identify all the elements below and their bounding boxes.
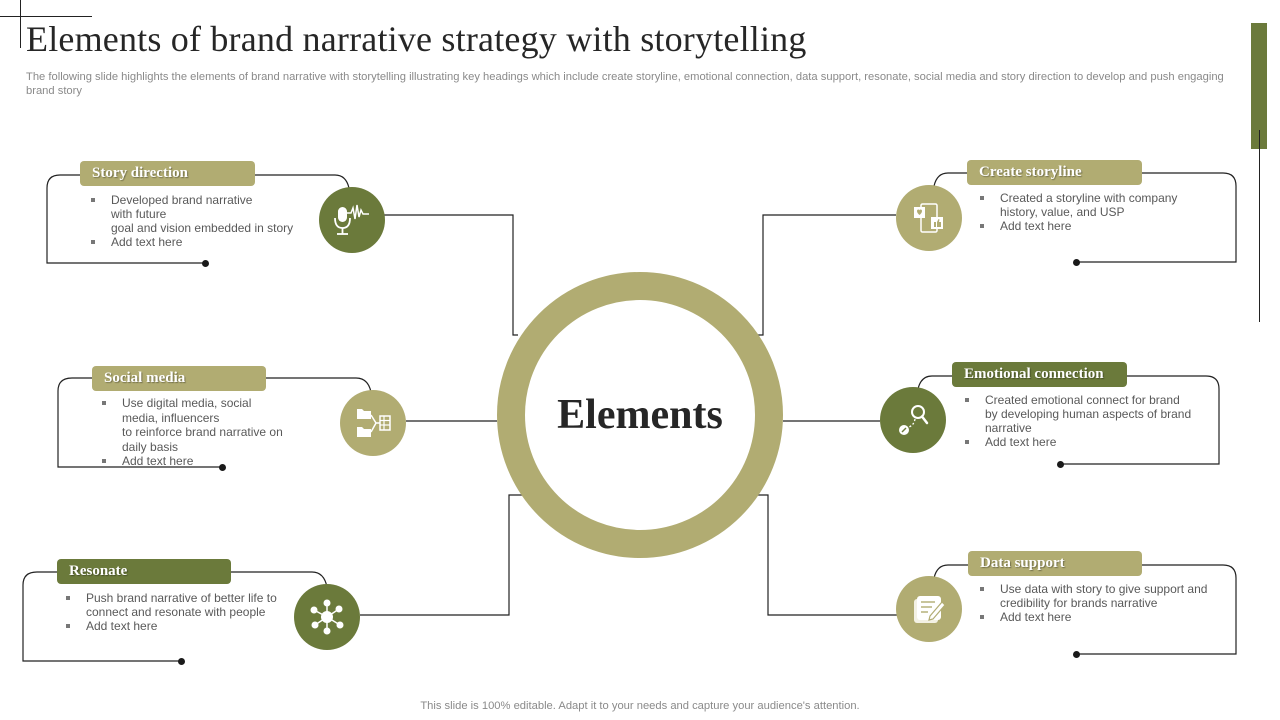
heading-resonate: Resonate <box>57 559 231 584</box>
center-hub: Elements <box>497 272 783 558</box>
frame-data-support <box>1077 564 1237 655</box>
connector-resonate <box>360 494 522 616</box>
connector-create-storyline <box>758 214 896 336</box>
center-label: Elements <box>557 392 723 438</box>
bullets-data-support: Use data with story to give support and … <box>980 582 1220 624</box>
frame-create-storyline-top <box>933 172 967 187</box>
hub-network-icon <box>310 599 344 635</box>
endpoint-dot <box>1073 259 1080 266</box>
frame-story-direction <box>46 174 205 264</box>
frame-resonate <box>22 571 181 662</box>
endpoint-dot <box>1057 461 1064 468</box>
accent-bar <box>1251 23 1267 149</box>
frame-create-storyline <box>1077 172 1237 263</box>
frame-data-support-top <box>933 564 968 579</box>
bullet-item: Add text here <box>66 619 296 633</box>
heading-create-storyline: Create storyline <box>967 160 1142 185</box>
page-title: Elements of brand narrative strategy wit… <box>26 19 807 59</box>
bullets-emotional-connection: Created emotional connect for brand by d… <box>965 393 1205 449</box>
bullet-item: Use data with story to give support and … <box>980 582 1215 610</box>
bullet-item: Created a storyline with company history… <box>980 191 1200 219</box>
heading-story-direction: Story direction <box>80 161 255 186</box>
bullet-item: Add text here <box>980 219 1200 233</box>
folder-network-icon <box>357 409 391 437</box>
connector-story-direction <box>384 214 518 336</box>
frame-resonate-top <box>231 571 328 588</box>
accent-line <box>1259 130 1260 322</box>
social-phone-icon <box>914 203 943 233</box>
bullet-item: Created emotional connect for brand by d… <box>965 393 1195 435</box>
bullet-item: Add text here <box>91 235 311 249</box>
story-direction-icon-badge <box>319 187 385 253</box>
frame-emotional-connection <box>1061 375 1220 465</box>
bullets-create-storyline: Created a storyline with company history… <box>980 191 1200 233</box>
heading-data-support: Data support <box>968 551 1142 576</box>
frame-social-media <box>57 377 222 468</box>
frame-emotional-connection-top <box>917 375 952 390</box>
emotional-connection-icon-badge <box>880 387 946 453</box>
bullet-item: Add text here <box>980 610 1220 624</box>
crosshair-mark <box>0 16 92 17</box>
create-storyline-icon-badge <box>896 185 962 251</box>
frame-social-media-top <box>266 377 372 393</box>
page-subtitle: The following slide highlights the eleme… <box>26 71 1224 97</box>
frame-story-direction-top <box>255 174 350 189</box>
microphone-soundwave-icon <box>334 204 369 235</box>
search-path-icon <box>899 405 929 435</box>
resonate-icon-badge <box>294 584 360 650</box>
heading-emotional-connection: Emotional connection <box>952 362 1127 387</box>
footer-note: This slide is 100% editable. Adapt it to… <box>420 700 860 712</box>
bullet-item: Push brand narrative of better life to c… <box>66 591 296 619</box>
bullet-item: Add text here <box>102 454 302 469</box>
connector-data-support <box>756 494 898 616</box>
notes-edit-icon <box>914 596 946 623</box>
endpoint-dot <box>219 464 226 471</box>
bullets-resonate: Push brand narrative of better life to c… <box>66 591 296 633</box>
heading-social-media: Social media <box>92 366 266 391</box>
data-support-icon-badge <box>896 576 962 642</box>
crosshair-mark-vertical <box>20 0 21 48</box>
endpoint-dot <box>178 658 185 665</box>
social-media-icon-badge <box>340 390 406 456</box>
bullet-item: Add text here <box>965 435 1205 449</box>
endpoint-dot <box>1073 651 1080 658</box>
endpoint-dot <box>202 260 209 267</box>
